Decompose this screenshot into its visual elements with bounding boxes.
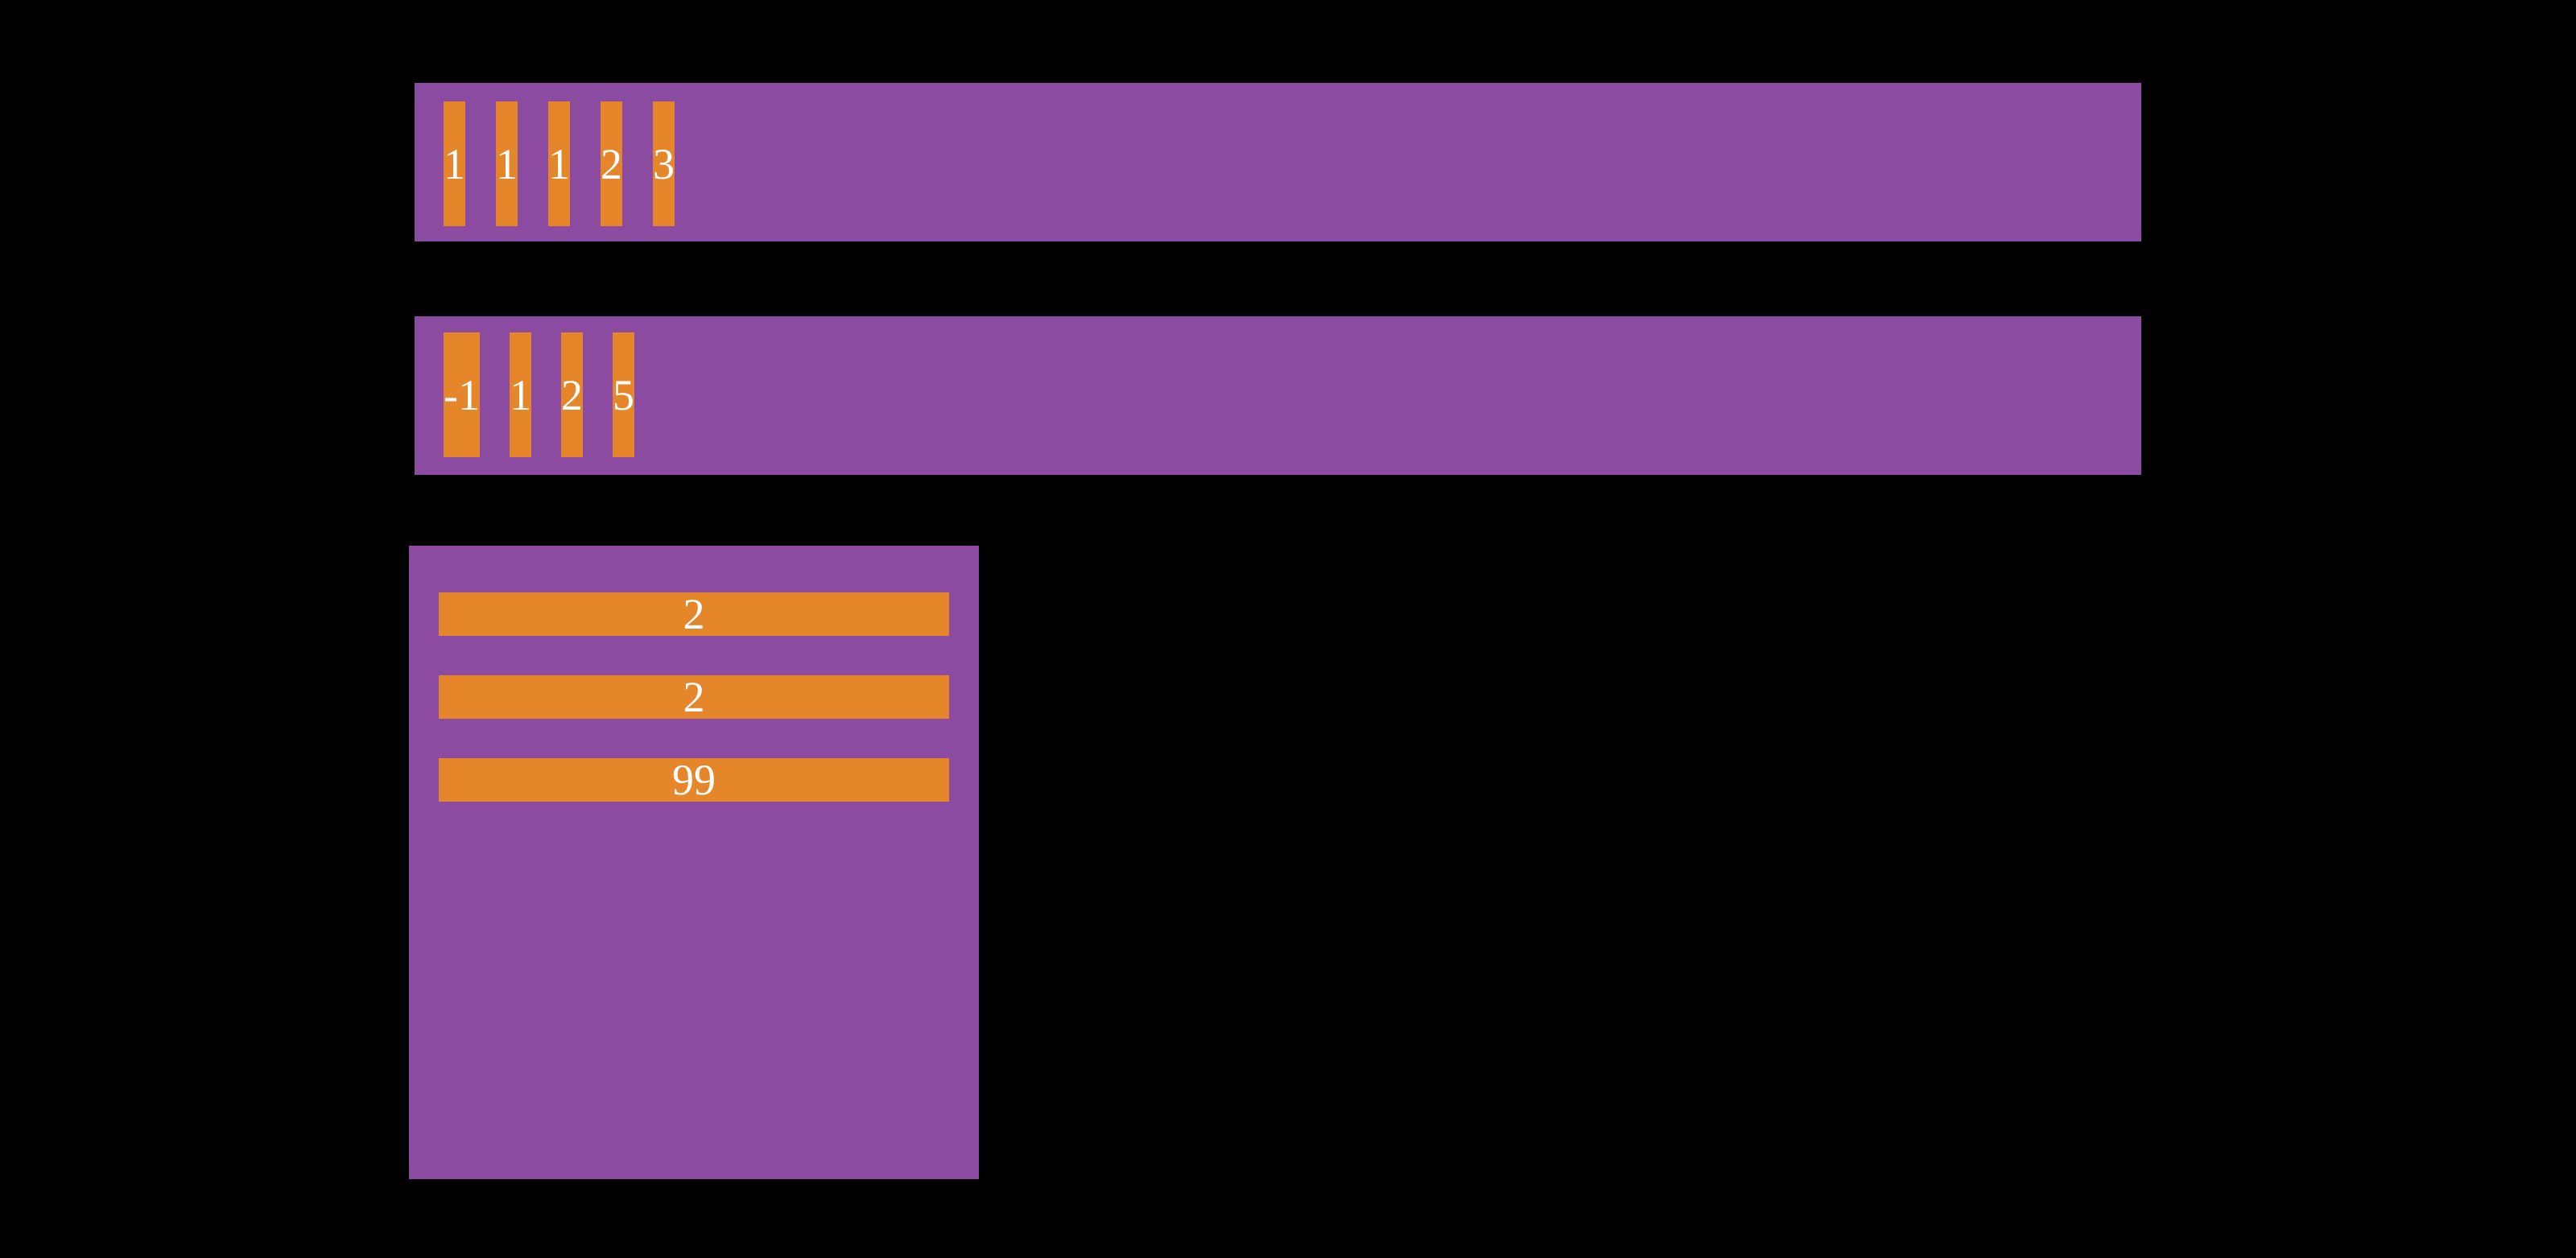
flex-item-label: 1	[496, 139, 518, 188]
flex-container-column-grow: 2 2 99	[409, 546, 979, 1179]
flex-item-label: 2	[683, 673, 705, 721]
flex-item-label: -1	[444, 370, 480, 419]
flex-item: 2	[601, 101, 622, 226]
flex-item: 2	[439, 592, 949, 636]
flex-item: 1	[496, 101, 518, 226]
flex-item: 1	[509, 332, 531, 457]
flex-item: 2	[560, 332, 583, 457]
flex-item-label: 1	[444, 139, 465, 188]
flex-container-row-grow: 1 1 1 2 3	[415, 83, 2141, 241]
flex-item: 3	[653, 101, 675, 226]
flex-item-label: 1	[509, 370, 531, 419]
flex-item: 1	[548, 101, 570, 226]
flex-item: 1	[444, 101, 465, 226]
flex-item-label: 2	[601, 139, 622, 188]
flex-item: 2	[439, 675, 949, 719]
flex-item: -1	[444, 332, 480, 457]
flex-item-label: 99	[672, 756, 716, 804]
flex-item-label: 2	[683, 590, 705, 638]
flex-item-label: 2	[560, 370, 583, 419]
flex-item: 99	[439, 758, 949, 802]
flex-item-label: 3	[653, 139, 675, 188]
flex-container-row-grow-negative: -1 1 2 5	[415, 316, 2141, 475]
flex-item-label: 5	[612, 370, 634, 419]
flex-item: 5	[612, 332, 634, 457]
flex-item-label: 1	[548, 139, 570, 188]
